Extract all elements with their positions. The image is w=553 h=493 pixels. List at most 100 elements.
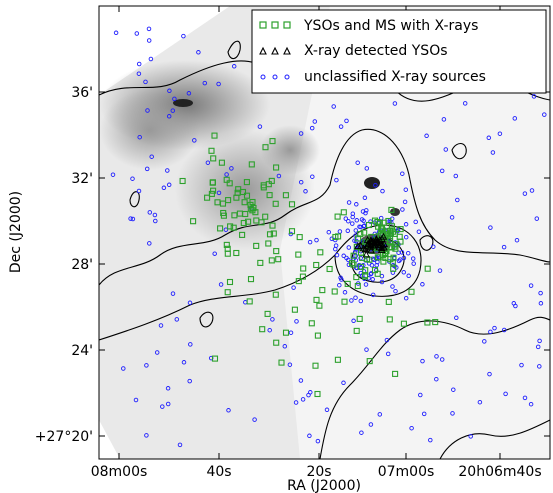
yso-ms-marker: [190, 218, 197, 225]
unclassified-source-marker: [513, 303, 518, 309]
unclassified-source-marker: [384, 337, 390, 343]
unclassified-source-marker: [338, 124, 344, 129]
unclassified-source-marker: [503, 391, 508, 397]
yso-ms-marker: [204, 194, 211, 201]
yso-ms-marker: [341, 298, 348, 305]
unclassified-source-marker: [149, 154, 154, 159]
yso-ms-marker: [273, 164, 280, 171]
unclassified-source-marker: [229, 166, 234, 171]
x-tick-label-07m00s: 07m00s: [378, 464, 435, 480]
yso-ms-marker: [387, 230, 394, 237]
unclassified-source-marker: [346, 218, 351, 224]
y-tick-label-32: 32': [71, 171, 93, 187]
unclassified-source-marker: [377, 412, 383, 417]
unclassified-source-marker: [257, 124, 263, 129]
unclassified-source-marker: [439, 357, 445, 362]
yso-ms-marker: [349, 260, 356, 267]
yso-ms-marker: [224, 250, 231, 257]
yso-ms-marker: [239, 231, 246, 238]
unclassified-source-marker: [148, 56, 154, 62]
xray-yso-marker: [367, 241, 375, 248]
yso-ms-marker: [225, 197, 232, 204]
yso-ms-marker: [260, 182, 267, 189]
unclassified-source-marker: [385, 351, 391, 357]
legend: YSOs and MS with X-rays X-ray detected Y…: [251, 9, 547, 94]
unclassified-source-marker: [400, 171, 405, 176]
unclassified-source-marker: [492, 325, 497, 331]
unclassified-source-marker: [310, 174, 315, 179]
yso-ms-marker: [273, 339, 280, 346]
yso-ms-marker: [350, 252, 357, 259]
yso-ms-marker: [385, 298, 392, 305]
unclassified-source-marker: [362, 195, 368, 201]
xray-yso-marker: [372, 238, 381, 246]
yso-ms-marker: [295, 278, 302, 285]
yso-ms-marker: [291, 306, 298, 313]
xray-yso-marker: [361, 245, 370, 253]
unclassified-source-marker: [368, 422, 374, 427]
yso-ms-marker: [241, 199, 248, 206]
unclassified-source-marker: [534, 216, 540, 221]
yso-ms-marker: [392, 370, 399, 377]
yso-ms-marker: [268, 257, 275, 264]
unclassified-source-marker: [420, 358, 425, 364]
unclassified-source-marker: [161, 185, 167, 191]
unclassified-source-marker: [158, 323, 164, 328]
unclassified-source-marker: [410, 256, 416, 261]
yso-ms-marker: [313, 261, 320, 269]
unclassified-source-marker: [170, 291, 176, 296]
yso-ms-marker: [223, 176, 230, 183]
unclassified-source-marker: [136, 188, 142, 194]
x-tick-label-40s: 40s: [206, 464, 231, 480]
unclassified-source-marker: [345, 228, 351, 234]
unclassified-source-marker: [205, 160, 211, 165]
unclassified-source-marker: [397, 257, 403, 262]
unclassified-source-marker: [431, 244, 436, 249]
unclassified-source-marker: [359, 430, 364, 435]
yso-ms-marker: [366, 358, 373, 365]
unclassified-source-marker: [231, 64, 237, 69]
yso-ms-marker: [245, 218, 252, 225]
unclassified-source-marker: [165, 386, 171, 391]
unclassified-source-marker: [153, 218, 158, 224]
yso-ms-marker: [326, 265, 333, 273]
legend-marker-xray-yso: [259, 46, 291, 55]
yso-ms-marker: [231, 212, 238, 219]
yso-ms-marker: [224, 289, 231, 296]
yso-ms-marker: [282, 192, 289, 199]
yso-ms-marker: [334, 356, 341, 363]
yso-ms-marker: [253, 217, 260, 224]
yso-ms-marker: [393, 241, 400, 248]
unclassified-source-marker: [121, 366, 126, 371]
yso-ms-marker: [252, 209, 259, 216]
yso-ms-marker: [243, 192, 251, 199]
yso-ms-marker: [210, 187, 217, 194]
unclassified-source-marker: [298, 131, 304, 136]
unclassified-source-marker: [462, 101, 468, 106]
unclassified-source-marker: [160, 404, 165, 409]
unclassified-source-marker: [488, 225, 493, 230]
unclassified-source-marker: [450, 411, 455, 416]
yso-ms-marker: [282, 329, 290, 336]
yso-ms-marker: [357, 263, 364, 270]
unclassified-source-marker: [487, 371, 492, 377]
yso-ms-marker: [270, 230, 277, 237]
unclassified-source-marker: [358, 298, 364, 304]
yso-ms-marker: [269, 222, 276, 229]
unclassified-source-marker: [147, 210, 153, 215]
unclassified-source-marker: [497, 131, 503, 136]
unclassified-source-marker: [366, 276, 371, 281]
unclassified-source-marker: [455, 197, 460, 203]
unclassified-source-marker: [341, 253, 346, 259]
unclassified-source-marker: [270, 317, 275, 322]
x-tick-label-20s: 20s: [306, 464, 331, 480]
unclassified-source-marker: [113, 30, 119, 36]
unclassified-source-marker: [449, 215, 455, 220]
unclassified-source-marker: [331, 104, 336, 109]
unclassified-source-marker: [196, 50, 201, 55]
yso-ms-marker: [386, 316, 393, 323]
yso-ms-marker: [388, 226, 395, 233]
unclassified-source-marker: [252, 417, 257, 422]
unclassified-source-marker: [454, 315, 459, 321]
unclassified-source-marker: [354, 202, 359, 207]
